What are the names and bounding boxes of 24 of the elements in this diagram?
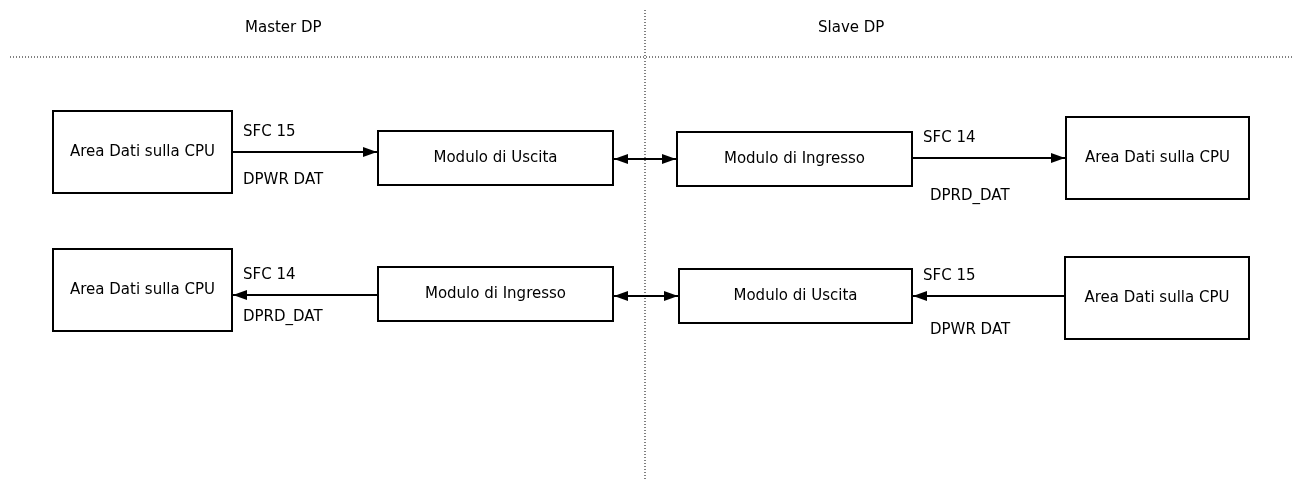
box-label: Modulo di Ingresso bbox=[722, 149, 866, 169]
arrow bbox=[232, 290, 378, 300]
arrow bbox=[912, 291, 1065, 301]
function-label: DPRD_DAT bbox=[930, 186, 1010, 204]
process-box bbox=[377, 130, 614, 186]
arrow bbox=[613, 154, 677, 164]
arrow bbox=[912, 153, 1066, 163]
box-label: Modulo di Uscita bbox=[732, 286, 859, 306]
arrow bbox=[613, 291, 679, 301]
box-label: Area Dati sulla CPU bbox=[69, 142, 216, 162]
function-label: DPRD_DAT bbox=[243, 307, 323, 325]
process-box bbox=[1064, 256, 1250, 340]
process-box bbox=[678, 268, 913, 324]
process-box bbox=[676, 131, 913, 187]
arrow bbox=[232, 147, 378, 157]
process-box bbox=[377, 266, 614, 322]
box-label: Modulo di Uscita bbox=[432, 148, 559, 168]
process-box bbox=[52, 110, 233, 194]
process-box bbox=[1065, 116, 1250, 200]
box-label: Modulo di Ingresso bbox=[423, 284, 567, 304]
process-box bbox=[52, 248, 233, 332]
box-label: Area Dati sulla CPU bbox=[1083, 288, 1231, 308]
box-label: Area Dati sulla CPU bbox=[1084, 148, 1231, 168]
box-label: Area Dati sulla CPU bbox=[69, 280, 216, 300]
